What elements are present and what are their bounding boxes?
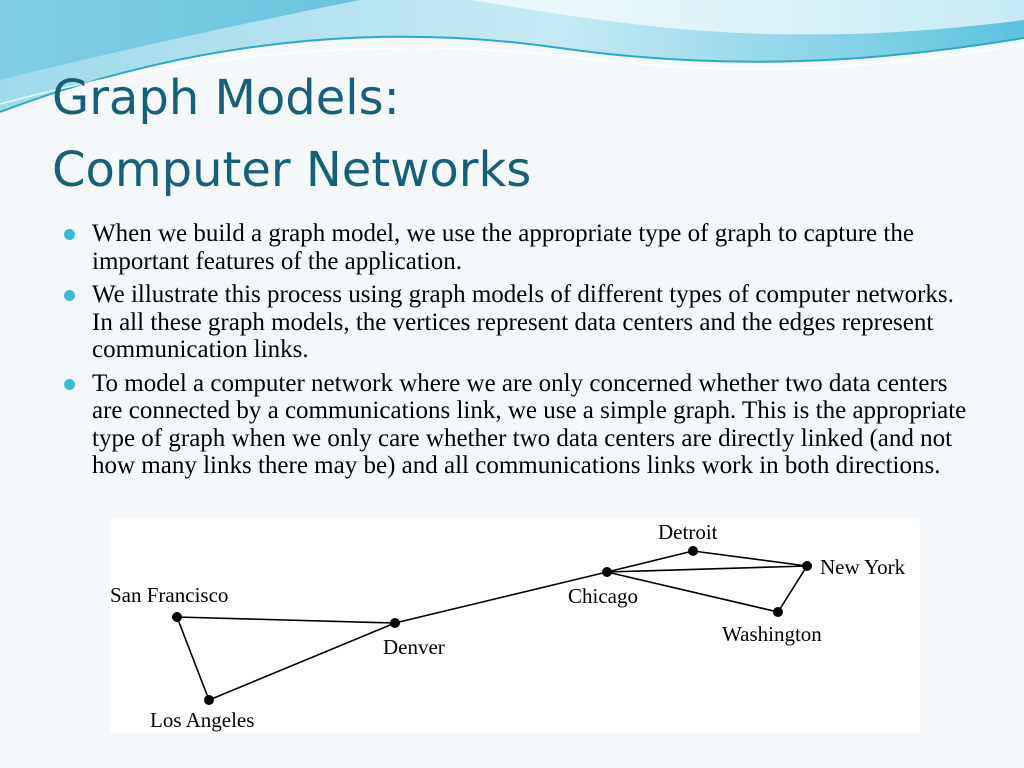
vertex-label-chicago: Chicago (568, 584, 638, 608)
vertex-label-washington: Washington (722, 622, 822, 646)
vertex-label-detroit: Detroit (658, 520, 718, 544)
vertex-label-los-angeles: Los Angeles (150, 708, 254, 732)
vertex-denver (390, 618, 400, 628)
vertex-los-angeles (204, 695, 214, 705)
vertex-washington (773, 607, 783, 617)
edge-chicago-detroit (606, 550, 694, 573)
vertex-chicago (602, 567, 612, 577)
bullet-item: We illustrate this process using graph m… (62, 281, 967, 364)
header-wave-decoration (0, 0, 1024, 113)
edge-san-francisco-denver (176, 616, 396, 624)
bullet-dot-icon (64, 378, 75, 390)
edge-detroit-new-york (692, 550, 808, 567)
vertex-new-york (802, 561, 812, 571)
vertex-san-francisco (172, 612, 182, 622)
edge-denver-chicago (394, 571, 608, 624)
bullet-text: We illustrate this process using graph m… (92, 281, 954, 363)
title-line-1: Graph Models: (52, 70, 400, 126)
edge-san-francisco-los-angeles (176, 616, 210, 701)
edge-los-angeles-denver (208, 622, 396, 701)
bullet-text: When we build a graph model, we use the … (92, 220, 914, 275)
vertex-label-san-francisco: San Francisco (110, 583, 228, 607)
edge-chicago-new-york (606, 565, 808, 573)
vertex-detroit (688, 546, 698, 556)
title-line-2: Computer Networks (52, 142, 532, 198)
bullet-text: To model a computer network where we are… (92, 369, 967, 480)
edge-new-york-washington (777, 565, 808, 613)
vertex-label-denver: Denver (383, 635, 445, 659)
vertex-label-new-york: New York (820, 555, 906, 579)
bullet-list: When we build a graph model, we use the … (62, 220, 967, 486)
edge-chicago-washington (606, 571, 779, 613)
bullet-item: To model a computer network where we are… (62, 370, 967, 480)
bullet-dot-icon (64, 290, 75, 301)
bullet-item: When we build a graph model, we use the … (62, 220, 967, 275)
bullet-dot-icon (64, 229, 75, 240)
slide-title: Graph Models: Computer Networks (52, 62, 531, 206)
